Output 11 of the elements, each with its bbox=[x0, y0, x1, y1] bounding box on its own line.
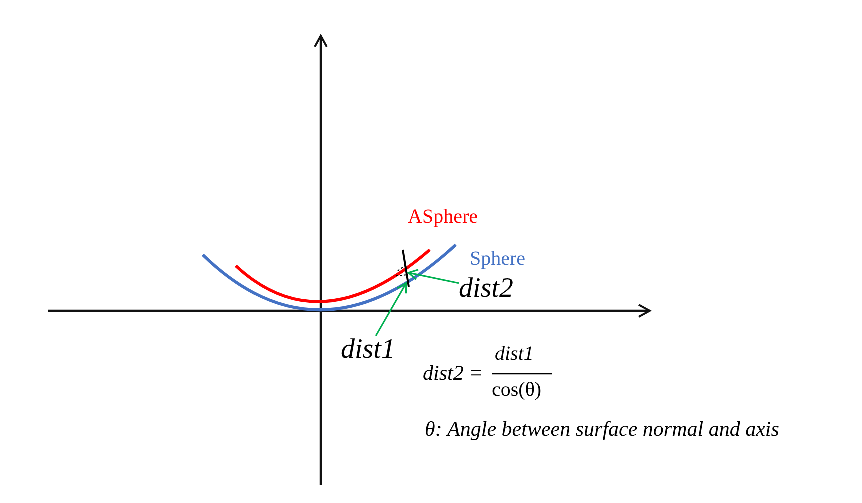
definition-note: θ: Angle between surface normal and axis bbox=[425, 419, 780, 440]
formula-denominator: cos(θ) bbox=[492, 380, 542, 400]
variable-label: dist1 bbox=[341, 336, 396, 364]
leader-line bbox=[408, 269, 460, 284]
formula-numerator: dist1 bbox=[495, 344, 534, 364]
curve-label: Sphere bbox=[470, 249, 526, 269]
leader-line bbox=[375, 282, 408, 336]
formula-text: dist2 = bbox=[423, 363, 484, 384]
variable-label: dist2 bbox=[459, 275, 514, 303]
normal-line-segment bbox=[402, 250, 410, 288]
curve-label: ASphere bbox=[408, 207, 478, 227]
